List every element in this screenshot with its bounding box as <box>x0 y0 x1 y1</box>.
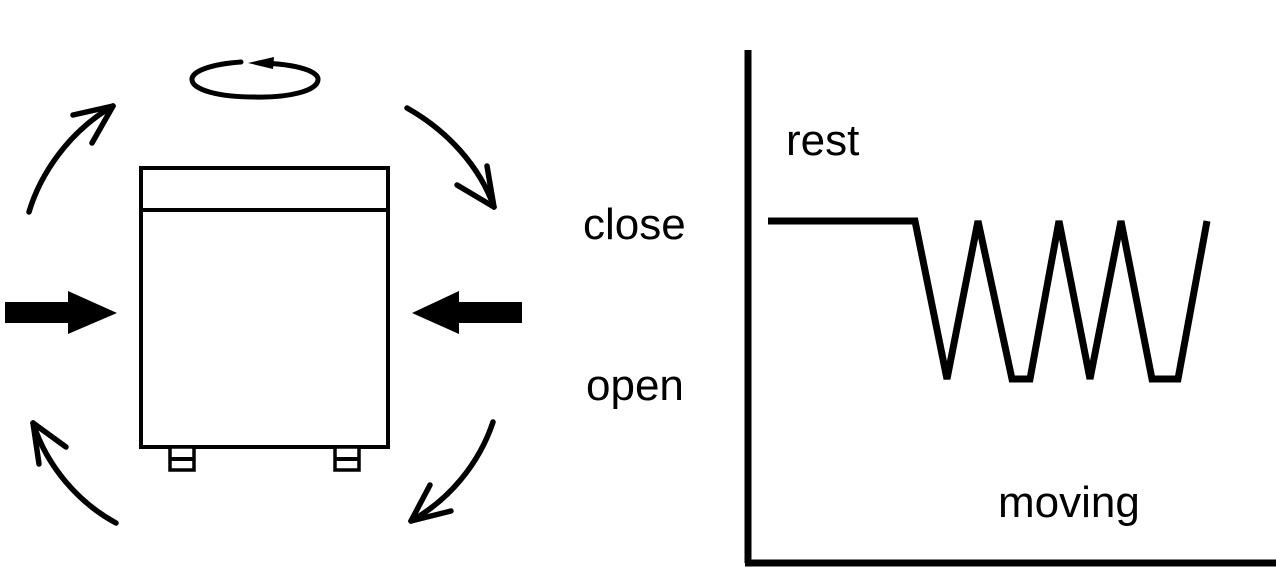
force-arrow-right-icon <box>412 291 522 334</box>
curved-arrow-bottom-left-icon <box>30 420 119 526</box>
curved-arrow-top-right-icon <box>404 105 497 210</box>
chart-label-moving: moving <box>998 478 1140 527</box>
washing-machine-feet <box>168 445 361 472</box>
force-arrow-left-icon <box>5 291 117 334</box>
chart-label-rest: rest <box>786 116 859 165</box>
counter-clockwise-rotation-ellipse-icon <box>189 57 321 100</box>
lid-state-chart: rest close open moving <box>583 50 1276 567</box>
washing-machine-body <box>139 166 390 449</box>
lid-state-signal-path <box>768 217 1211 383</box>
washing-machine-shaking-illustration <box>5 57 522 526</box>
curved-arrow-bottom-right-icon <box>408 419 496 524</box>
curved-arrow-top-left-icon <box>26 103 116 215</box>
chart-y-tick-close: close <box>583 200 686 249</box>
chart-y-tick-open: open <box>586 361 684 410</box>
